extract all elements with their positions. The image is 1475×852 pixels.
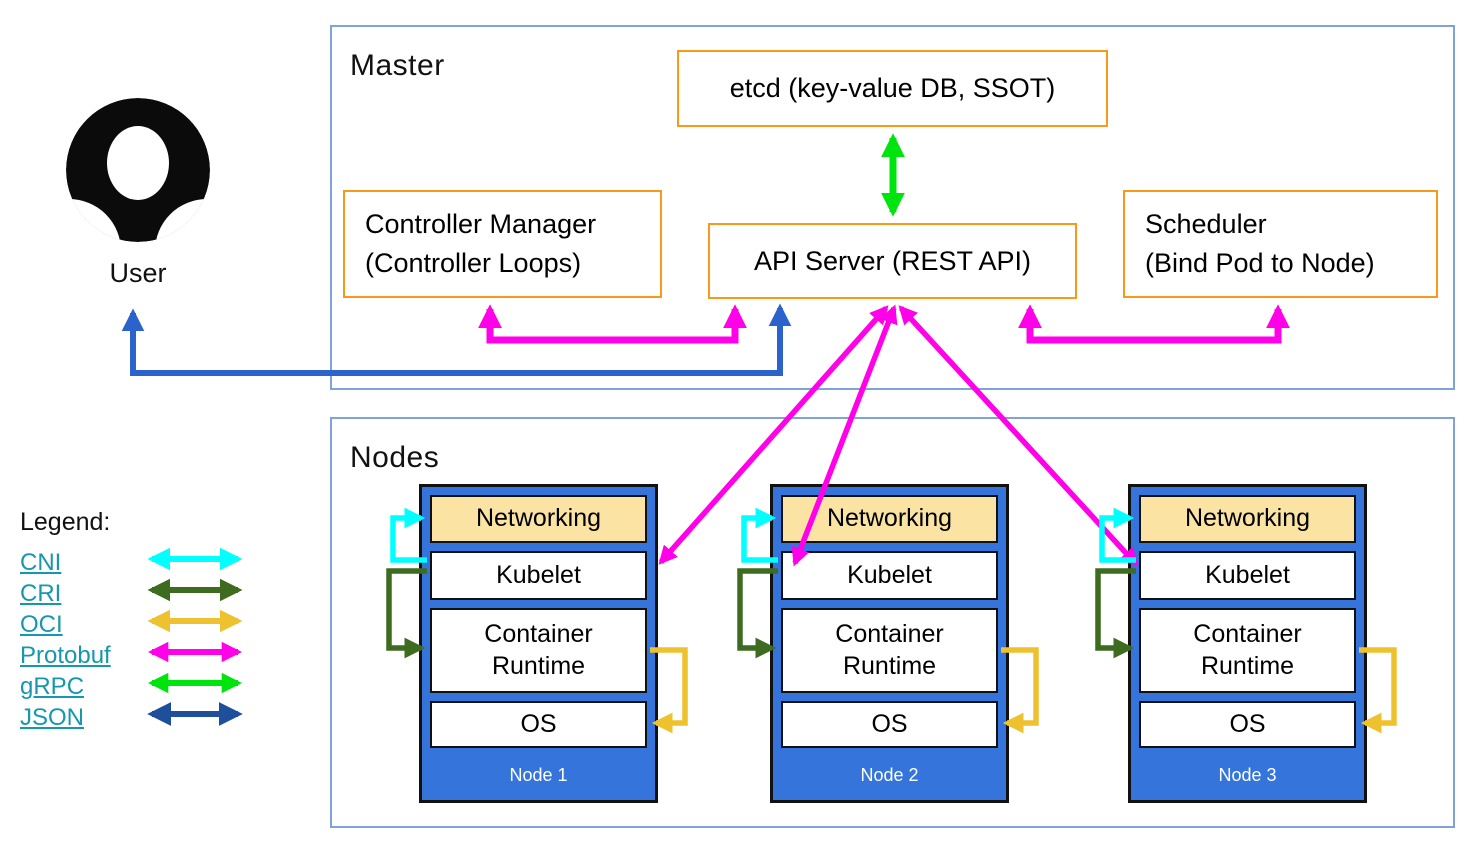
legend-link-oci[interactable]: OCI (20, 611, 63, 638)
node-label: Node 2 (860, 765, 919, 785)
scheduler-box: Scheduler (Bind Pod to Node) (1123, 190, 1438, 298)
node-card-1: Networking Kubelet Container Runtime OS … (419, 484, 658, 803)
node-label: Node 3 (1218, 765, 1277, 785)
kubelet-layer: Kubelet (430, 551, 647, 600)
legend-link-protobuf[interactable]: Protobuf (20, 642, 111, 669)
controller-manager-line1: Controller Manager (365, 208, 597, 239)
controller-manager-box: Controller Manager (Controller Loops) (343, 190, 662, 298)
user-label: User (109, 258, 167, 288)
legend-link-json[interactable]: JSON (20, 704, 85, 731)
user-avatar-icon (66, 98, 210, 242)
node-card-2: Networking Kubelet Container Runtime OS … (770, 484, 1009, 803)
os-layer: OS (1139, 701, 1356, 748)
os-layer: OS (430, 701, 647, 748)
node-card-3: Networking Kubelet Container Runtime OS … (1128, 484, 1367, 803)
container-runtime-layer: Container Runtime (430, 608, 647, 693)
nodes-title: Nodes (350, 441, 440, 474)
networking-layer: Networking (781, 495, 998, 543)
master-title: Master (350, 49, 445, 82)
api-server-label: API Server (REST API) (753, 245, 1032, 276)
os-layer: OS (781, 701, 998, 748)
networking-layer: Networking (430, 495, 647, 543)
etcd-label: etcd (key-value DB, SSOT) (729, 73, 1056, 103)
networking-layer: Networking (1139, 495, 1356, 543)
api-server-box: API Server (REST API) (708, 223, 1077, 299)
controller-manager-line2: (Controller Loops) (365, 248, 582, 278)
legend-link-grpc[interactable]: gRPC (20, 673, 85, 700)
legend-title: Legend: (20, 508, 111, 536)
scheduler-line2: (Bind Pod to Node) (1145, 248, 1375, 278)
legend-link-cni[interactable]: CNI (20, 549, 62, 576)
scheduler-line1: Scheduler (1145, 208, 1267, 239)
kubelet-layer: Kubelet (781, 551, 998, 600)
container-runtime-layer: Container Runtime (1139, 608, 1356, 693)
legend-link-cri[interactable]: CRI (20, 580, 62, 607)
container-runtime-layer: Container Runtime (781, 608, 998, 693)
etcd-box: etcd (key-value DB, SSOT) (677, 50, 1108, 127)
legend: Legend: CNI CRI OCI Protobuf gRPC JSON (20, 508, 150, 733)
node-label: Node 1 (509, 765, 568, 785)
kubelet-layer: Kubelet (1139, 551, 1356, 600)
